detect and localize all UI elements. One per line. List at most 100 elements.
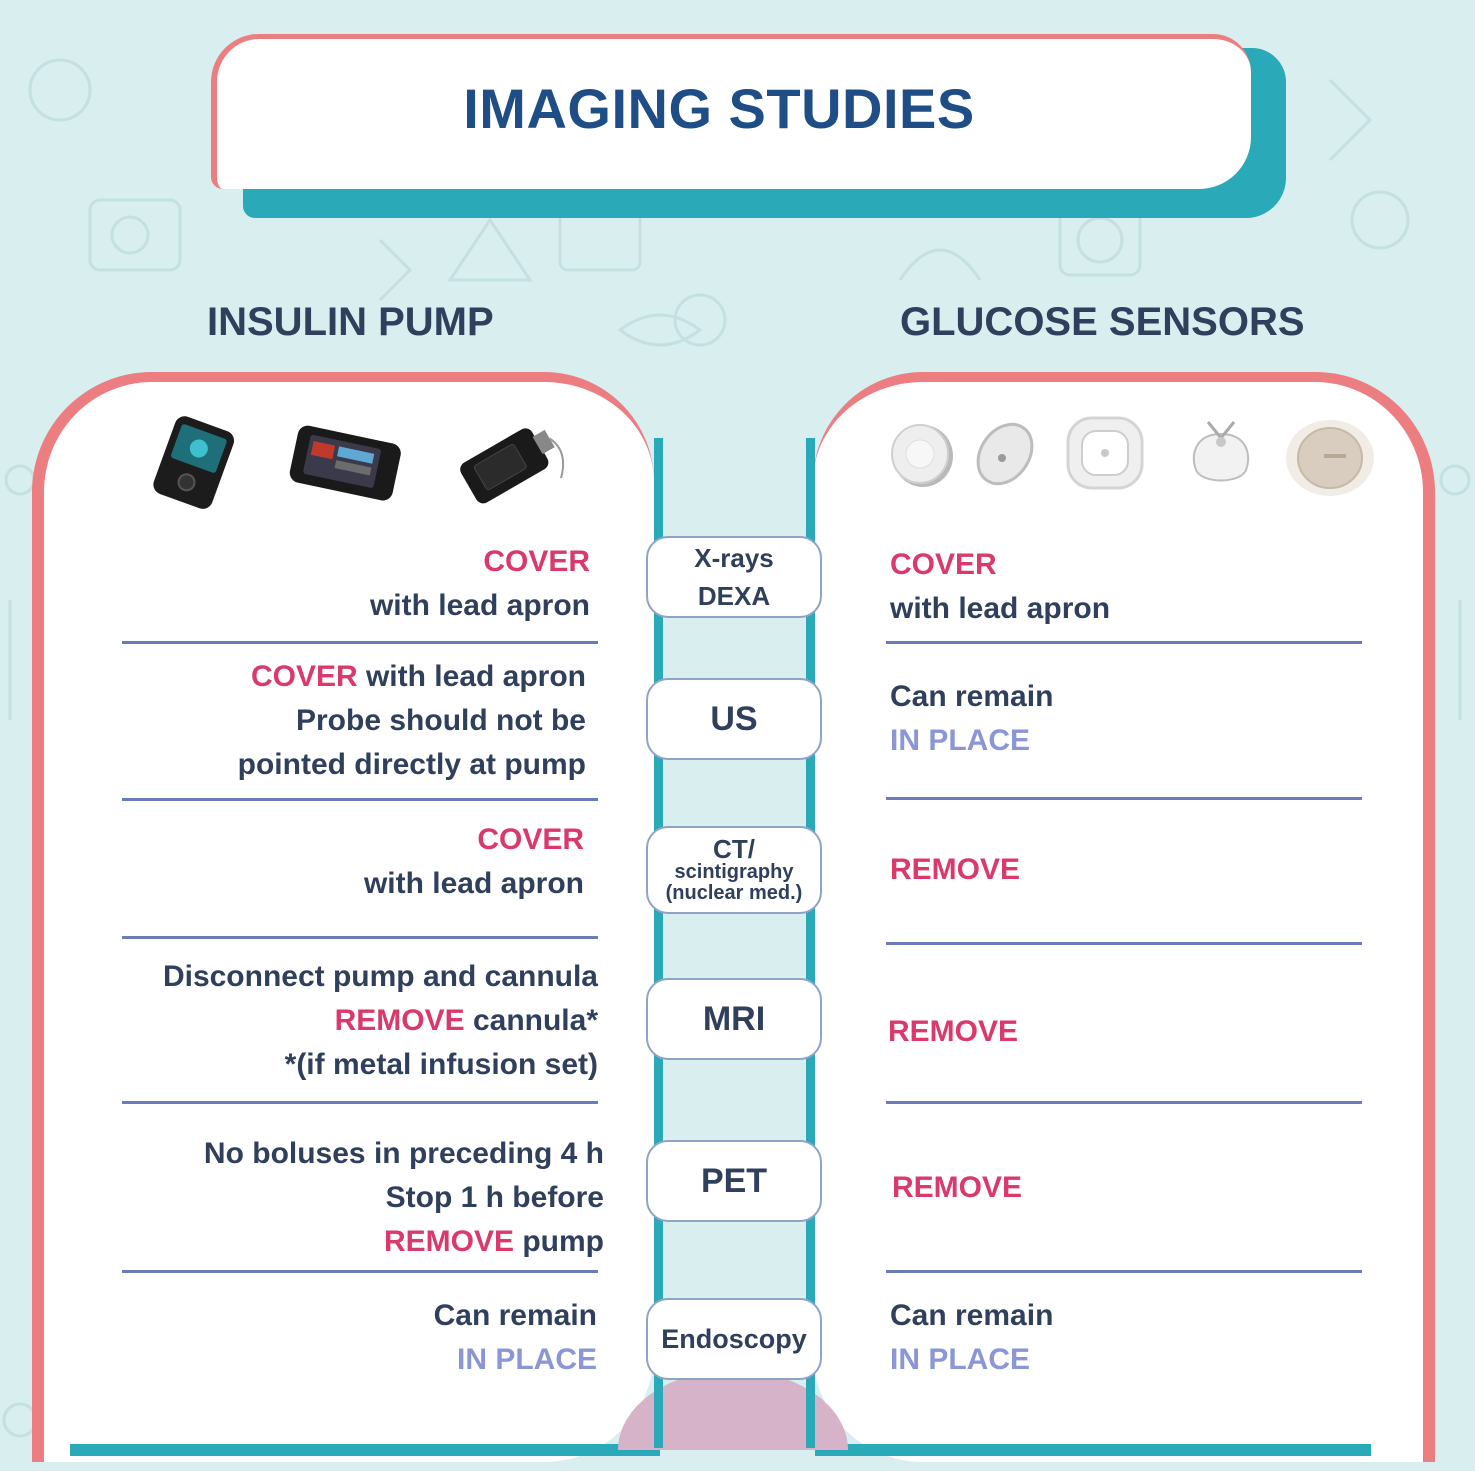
modality-label: MRI: [702, 1000, 766, 1038]
instruction-text: pointed directly at pump: [237, 748, 586, 781]
status-keyword: IN PLACE: [890, 724, 1031, 757]
instruction-line: IN PLACE: [890, 719, 1360, 763]
pump-separator-2: [122, 798, 598, 801]
instruction-text: Can remain: [890, 680, 1054, 713]
instruction-line: COVER: [100, 540, 590, 584]
action-keyword: COVER: [250, 660, 358, 693]
glucose-sensors-panel-base: [815, 1444, 1371, 1456]
instruction-line: pointed directly at pump: [100, 743, 586, 787]
modality-label: DEXA: [697, 581, 771, 611]
glucose-sensor-instruction: REMOVE: [892, 1166, 1362, 1210]
instruction-line: Stop 1 h before: [60, 1176, 604, 1220]
pump-separator-1: [122, 641, 598, 644]
insulin-pump-instruction: COVER with lead apron: [100, 818, 584, 906]
instruction-text: Stop 1 h before: [385, 1181, 604, 1214]
sensor-separator-1: [886, 641, 1362, 644]
action-keyword: REMOVE: [890, 853, 1021, 886]
action-keyword: REMOVE: [888, 1015, 1019, 1048]
glucose-sensors-panel: [813, 372, 1435, 1462]
sensor-separator-5: [886, 1270, 1362, 1273]
instruction-text: Probe should not be: [296, 704, 586, 737]
action-keyword: COVER: [483, 545, 590, 578]
center-divider-left: [654, 438, 663, 1448]
instruction-line: COVER: [100, 818, 584, 862]
action-keyword: REMOVE: [383, 1225, 514, 1258]
instruction-text: with lead apron: [890, 592, 1111, 625]
instruction-line: REMOVE: [888, 1010, 1358, 1054]
instruction-line: REMOVE: [890, 848, 1360, 892]
modality-pill: Endoscopy: [646, 1298, 822, 1380]
instruction-text: Can remain: [890, 1299, 1054, 1332]
instruction-text: cannula*: [464, 1004, 598, 1037]
glucose-sensor-4-icon: [1192, 421, 1250, 482]
modality-label: X-rays: [694, 543, 774, 573]
modality-label: CT/: [713, 834, 755, 864]
pump-separator-5: [122, 1270, 598, 1273]
instruction-line: REMOVE pump: [60, 1220, 604, 1264]
insulin-pump-instruction: No boluses in preceding 4 h Stop 1 h befo…: [60, 1132, 604, 1264]
modality-label: Endoscopy: [661, 1323, 807, 1354]
insulin-pump-instruction: Can remain IN PLACE: [100, 1294, 597, 1382]
instruction-line: Disconnect pump and cannula: [60, 955, 598, 999]
instruction-text: pump: [514, 1225, 604, 1258]
glucose-sensors-header: GLUCOSE SENSORS: [900, 300, 1305, 344]
sensor-separator-2: [886, 797, 1362, 800]
pump-separator-3: [122, 936, 598, 939]
sensor-separator-4: [886, 1101, 1362, 1104]
sensor-separator-3: [886, 942, 1362, 945]
modality-label: scintigraphy: [674, 861, 794, 883]
action-keyword: COVER: [477, 823, 584, 856]
status-keyword: IN PLACE: [890, 1343, 1031, 1376]
insulin-pump-instruction: COVER with lead apron: [100, 540, 590, 628]
title-banner: [211, 34, 1251, 189]
page-title: IMAGING STUDIES: [463, 77, 975, 140]
action-keyword: REMOVE: [892, 1171, 1023, 1204]
modality-pill: MRI: [646, 978, 822, 1060]
insulin-pump-3-icon: [460, 428, 565, 504]
modality-pill: US: [646, 678, 822, 760]
instruction-text: with lead apron: [357, 660, 586, 693]
insulin-pump-panel: [32, 372, 654, 1462]
action-keyword: COVER: [890, 548, 997, 581]
modality-label: (nuclear med.): [665, 882, 803, 904]
instruction-text: *(if metal infusion set): [284, 1048, 598, 1081]
modality-label: US: [710, 700, 758, 738]
instruction-line: REMOVE cannula*: [60, 999, 598, 1043]
instruction-line: REMOVE: [892, 1166, 1362, 1210]
status-keyword: IN PLACE: [456, 1343, 597, 1376]
insulin-pump-panel-base: [70, 1444, 660, 1456]
modality-pill: PET: [646, 1140, 822, 1222]
instruction-text: with lead apron: [363, 867, 584, 900]
instruction-line: Can remain: [100, 1294, 597, 1338]
instruction-line: *(if metal infusion set): [60, 1043, 598, 1087]
instruction-line: COVER with lead apron: [100, 655, 586, 699]
glucose-sensor-5-icon: [1286, 420, 1374, 496]
pump-separator-4: [122, 1101, 598, 1104]
insulin-pump-2-icon: [289, 425, 401, 501]
glucose-sensor-2-icon: [976, 422, 1034, 486]
instruction-line: Can remain: [890, 675, 1360, 719]
instruction-line: Can remain: [890, 1294, 1360, 1338]
glucose-sensor-instruction: Can remain IN PLACE: [890, 1294, 1360, 1382]
glucose-sensor-1-icon: [891, 424, 953, 487]
glucose-sensor-instruction: COVER with lead apron: [890, 543, 1360, 631]
instruction-line: with lead apron: [100, 862, 584, 906]
instruction-text: Can remain: [433, 1299, 597, 1332]
modality-pill: CT/scintigraphy(nuclear med.): [646, 826, 822, 914]
glucose-sensor-3-icon: [1066, 416, 1144, 490]
instruction-line: COVER: [890, 543, 1360, 587]
instruction-text: Disconnect pump and cannula: [162, 960, 598, 993]
instruction-line: with lead apron: [100, 584, 590, 628]
instruction-line: with lead apron: [890, 587, 1360, 631]
instruction-line: No boluses in preceding 4 h: [60, 1132, 604, 1176]
instruction-line: IN PLACE: [100, 1338, 597, 1382]
glucose-sensor-instruction: REMOVE: [890, 848, 1360, 892]
glucose-sensor-instruction: Can remain IN PLACE: [890, 675, 1360, 763]
instruction-line: IN PLACE: [890, 1338, 1360, 1382]
center-divider-right: [806, 438, 815, 1448]
instruction-text: with lead apron: [369, 589, 590, 622]
insulin-pump-1-icon: [153, 416, 235, 509]
